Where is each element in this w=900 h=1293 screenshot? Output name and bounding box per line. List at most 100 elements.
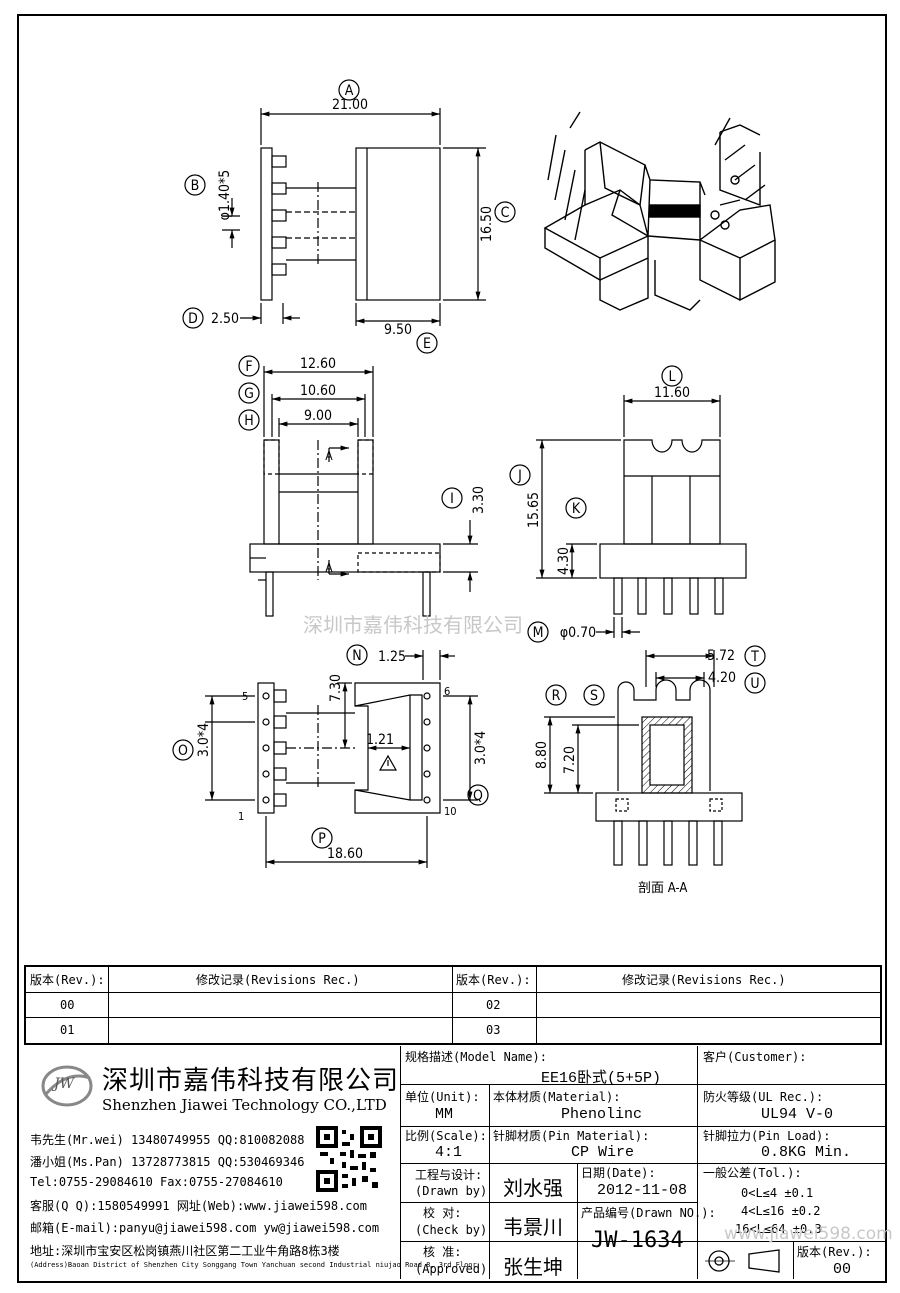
- dim-u: 4.20: [708, 670, 736, 686]
- rev-row: 03: [486, 1023, 501, 1037]
- check-value: 韦景川: [503, 1215, 563, 1239]
- approved-value: 张生坤: [503, 1255, 563, 1279]
- side-view: [536, 395, 747, 638]
- dim-q: 3.0*4: [473, 731, 489, 765]
- dim-h: 9.00: [304, 408, 332, 424]
- dim-i: 3.30: [471, 486, 487, 514]
- label-u: U: [750, 676, 759, 692]
- label-h: H: [244, 413, 253, 429]
- title-block: JW 深圳市嘉伟科技有限公司 Shenzhen Jiawei Technolog…: [24, 1046, 893, 1279]
- unit-label: 单位(Unit):: [405, 1090, 480, 1104]
- approved-label-en: (Approved): [415, 1262, 488, 1276]
- bottom-view: [205, 650, 478, 868]
- dim-t: 5.72: [707, 648, 735, 664]
- label-q: Q: [473, 788, 483, 804]
- rec-header-left: 修改记录(Revisions Rec.): [196, 973, 360, 987]
- drawn-no-value: JW-1634: [591, 1228, 684, 1253]
- tol-row: 16<L≤64 ±0.3: [735, 1222, 822, 1236]
- section-title: 剖面 A-A: [638, 881, 687, 896]
- label-b: B: [191, 178, 200, 194]
- contact-line: 韦先生(Mr.wei) 13480749955 QQ:810082088: [30, 1133, 305, 1147]
- label-t: T: [750, 649, 759, 665]
- label-c: C: [501, 205, 510, 221]
- technical-drawing: A 21.00 B φ1.40*5 C 16.50 D 2.50 9.50 E …: [172, 79, 776, 896]
- tol-row: 4<L≤16 ±0.2: [741, 1204, 821, 1218]
- ul-label: 防火等级(UL Rec.):: [703, 1090, 824, 1104]
- date-value: 2012-11-08: [597, 1182, 688, 1199]
- label-f: F: [245, 359, 252, 375]
- scale-label: 比例(Scale):: [405, 1129, 487, 1143]
- contact-line: 潘小姐(Ms.Pan) 13728773815 QQ:530469346: [30, 1155, 305, 1169]
- company-name-en: Shenzhen Jiawei Technology CO.,LTD: [102, 1096, 387, 1114]
- rev-row: 00: [60, 998, 75, 1012]
- label-k: K: [572, 501, 581, 517]
- dim-k: 4.30: [556, 547, 572, 575]
- dim-e: 9.50: [384, 322, 412, 338]
- contact-line: 客服(Q Q):1580549991 网址(Web):www.jiawei598…: [30, 1199, 367, 1213]
- dim-f: 12.60: [300, 356, 336, 372]
- label-a: A: [345, 83, 354, 99]
- rev-header-right: 版本(Rev.):: [456, 973, 531, 987]
- label-m: M: [533, 625, 544, 641]
- drawn-no-label: 产品编号(Drawn NO.):: [581, 1206, 716, 1220]
- tol-label: 一般公差(Tol.):: [703, 1166, 802, 1180]
- drawn-label-en: (Drawn by): [415, 1184, 488, 1198]
- front-view: [249, 366, 478, 617]
- top-view: [222, 108, 486, 326]
- dim-p: 18.60: [327, 846, 363, 862]
- section-a-bottom: A: [325, 561, 333, 575]
- qr-code-icon: [316, 1126, 382, 1192]
- drawing-border: [17, 14, 887, 1283]
- label-l: L: [668, 369, 675, 385]
- projection-symbol-icon: [705, 1249, 780, 1273]
- dim-l: 11.60: [654, 385, 690, 401]
- pin-10: 10: [444, 805, 457, 818]
- dim-o: 3.0*4: [196, 723, 212, 757]
- ul-value: UL94 V-0: [761, 1106, 834, 1123]
- dim-n: 1.25: [378, 649, 406, 665]
- watermark-bottom: www.jiawei598.com: [724, 1224, 893, 1244]
- section-a-top: A: [325, 449, 333, 463]
- pin-material-value: CP Wire: [571, 1144, 635, 1161]
- contact-line: 邮箱(E-mail):panyu@jiawei598.com yw@jiawei…: [30, 1221, 380, 1235]
- pin-load-value: 0.8KG Min.: [761, 1144, 852, 1161]
- label-r: R: [552, 688, 561, 704]
- dim-b: φ1.40*5: [217, 170, 233, 221]
- isometric-view: [543, 111, 776, 311]
- watermark-center: 深圳市嘉伟科技有限公司: [303, 613, 523, 637]
- revisions-table: 版本(Rev.): 修改记录(Revisions Rec.) 版本(Rev.):…: [24, 965, 882, 1045]
- approved-label: 核 准:: [423, 1245, 462, 1259]
- rev-label: 版本(Rev.):: [797, 1245, 872, 1259]
- address-en: (Address)Baoan District of Shenzhen City…: [30, 1261, 477, 1269]
- callout-circles: [172, 79, 766, 849]
- label-p: P: [318, 831, 326, 847]
- material-value: Phenolinc: [561, 1106, 643, 1123]
- dim-center: 1.21: [366, 732, 394, 748]
- rec-header-right: 修改记录(Revisions Rec.): [622, 973, 786, 987]
- rev-row: 02: [486, 998, 501, 1012]
- model-label: 规格描述(Model Name):: [405, 1050, 547, 1064]
- label-i: I: [450, 491, 454, 507]
- material-label: 本体材质(Material):: [493, 1090, 621, 1104]
- pin-load-label: 针脚拉力(Pin Load):: [703, 1129, 831, 1143]
- dim-g: 10.60: [300, 383, 336, 399]
- drawn-label: 工程与设计:: [415, 1168, 483, 1182]
- contact-line: 地址:深圳市宝安区松岗镇燕川社区第二工业牛角路8栋3楼: [30, 1244, 340, 1258]
- label-s: S: [590, 688, 598, 704]
- contact-line: Tel:0755-29084610 Fax:0755-27084610: [30, 1175, 283, 1189]
- label-g: G: [244, 386, 254, 402]
- drawn-value: 刘水强: [503, 1176, 563, 1200]
- tol-row: 0<L≤4 ±0.1: [741, 1186, 814, 1200]
- date-label: 日期(Date):: [581, 1166, 656, 1180]
- dim-s: 7.20: [562, 746, 578, 774]
- dim-d: 2.50: [211, 311, 239, 327]
- customer-label: 客户(Customer):: [703, 1050, 807, 1064]
- rev-header-left: 版本(Rev.):: [30, 973, 105, 987]
- scale-value: 4:1: [435, 1144, 463, 1161]
- label-o: O: [178, 743, 188, 759]
- rev-row: 01: [60, 1023, 75, 1037]
- model-value: EE16卧式(5+5P): [541, 1070, 662, 1087]
- check-label-en: (Check by): [415, 1223, 488, 1237]
- dim-m: φ0.70: [560, 625, 596, 641]
- dim-j: 15.65: [526, 492, 542, 528]
